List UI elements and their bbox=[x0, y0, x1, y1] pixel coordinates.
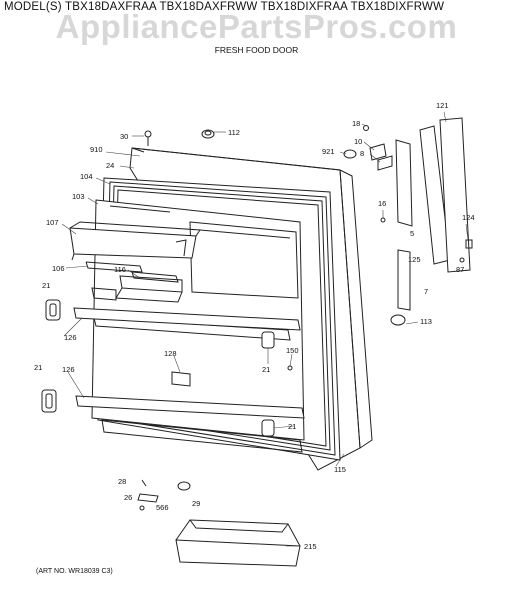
callout-21-a: 21 bbox=[42, 281, 50, 290]
callout-30: 30 bbox=[120, 132, 128, 141]
hinge-assembly bbox=[343, 117, 473, 326]
callout-910: 910 bbox=[90, 145, 103, 154]
callout-103: 103 bbox=[72, 192, 85, 201]
callout-921: 921 bbox=[322, 147, 335, 156]
callout-150: 150 bbox=[286, 346, 299, 355]
callouts: 30 112 910 24 104 103 107 106 116 21 126… bbox=[34, 101, 475, 551]
callout-116: 116 bbox=[114, 265, 126, 274]
callout-125: 125 bbox=[408, 255, 421, 264]
door-shelf-lower bbox=[75, 395, 305, 419]
callout-107: 107 bbox=[46, 218, 59, 227]
callout-115: 115 bbox=[334, 465, 346, 474]
callout-26: 26 bbox=[124, 493, 132, 502]
dairy-compartment-door bbox=[69, 221, 201, 261]
plug-112 bbox=[201, 129, 215, 139]
door-bin bbox=[175, 519, 301, 567]
callout-21-b: 21 bbox=[262, 365, 270, 374]
screw-30 bbox=[144, 130, 152, 146]
model-list: MODEL(S) TBX18DAXFRAA TBX18DAXFRWW TBX18… bbox=[4, 1, 445, 13]
callout-21-d: 21 bbox=[288, 422, 296, 431]
tray bbox=[115, 271, 183, 303]
callout-16: 16 bbox=[378, 199, 386, 208]
callout-5: 5 bbox=[410, 229, 414, 238]
callout-18: 18 bbox=[352, 119, 360, 128]
callout-7: 7 bbox=[424, 287, 428, 296]
callout-28: 28 bbox=[118, 477, 126, 486]
callout-215: 215 bbox=[304, 542, 317, 551]
callout-126-a: 126 bbox=[64, 333, 77, 342]
callout-21-c: 21 bbox=[34, 363, 42, 372]
callout-128: 128 bbox=[164, 349, 177, 358]
door-shelf-upper bbox=[73, 307, 301, 331]
leader-lines bbox=[61, 111, 469, 547]
callout-126-b: 126 bbox=[62, 365, 75, 374]
callout-112: 112 bbox=[228, 128, 240, 137]
callout-124: 124 bbox=[462, 213, 475, 222]
shelf-end-cap-left-lower bbox=[41, 389, 57, 413]
callout-29: 29 bbox=[192, 499, 200, 508]
section-title: FRESH FOOD DOOR bbox=[214, 45, 299, 55]
callout-106: 106 bbox=[52, 264, 65, 273]
nameplate bbox=[171, 371, 191, 387]
watermark: AppliancePartsPros.com bbox=[55, 8, 458, 45]
callout-87: 87 bbox=[456, 265, 464, 274]
art-number: (ART NO. WR18039 C3) bbox=[36, 568, 113, 575]
callout-566: 566 bbox=[156, 503, 169, 512]
callout-121: 121 bbox=[436, 101, 449, 110]
shelf-end-cap-left-upper bbox=[45, 299, 61, 321]
bottom-parts bbox=[137, 479, 191, 511]
callout-10: 10 bbox=[354, 137, 362, 146]
callout-24: 24 bbox=[106, 161, 114, 170]
shelf-end-cap-right-lower bbox=[261, 419, 275, 437]
shelf-end-cap-right-upper bbox=[261, 331, 275, 349]
callout-8: 8 bbox=[360, 149, 364, 158]
callout-113: 113 bbox=[420, 317, 432, 326]
callout-104: 104 bbox=[80, 172, 93, 181]
